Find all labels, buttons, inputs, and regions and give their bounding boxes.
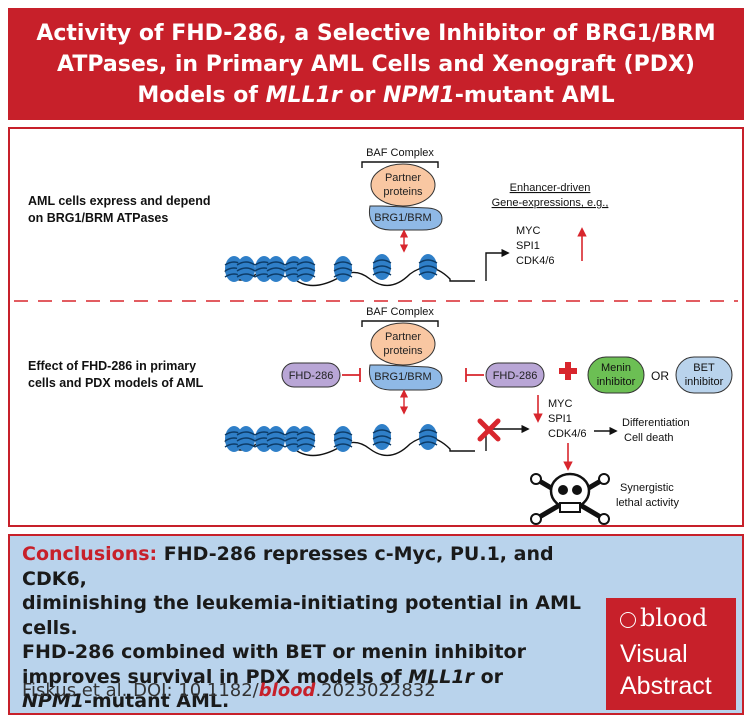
bottom-gene-cdk: CDK4/6 [548, 428, 587, 440]
conclusions-text: Conclusions: FHD-286 represses c-Myc, PU… [22, 542, 612, 714]
top-gene-myc: MYC [516, 225, 541, 237]
conclusions-line-2: diminishing the leukemia-initiating pote… [22, 592, 581, 639]
fhd-left-label: FHD-286 [289, 370, 334, 382]
visual-abstract-badge: blood Visual Abstract [606, 598, 736, 710]
title-line-1: Activity of FHD-286, a Selective Inhibit… [36, 20, 716, 46]
synergy-line-2: lethal activity [616, 497, 679, 509]
bottom-caption-line-2: cells and PDX models of AML [28, 376, 204, 390]
bottom-baf-bracket [361, 320, 439, 327]
bottom-gene-myc: MYC [548, 398, 573, 410]
top-gene-cdk: CDK4/6 [516, 255, 555, 267]
bottom-brg-label: BRG1/BRM [374, 371, 431, 383]
diagram-panel: AML cells express and depend on BRG1/BRM… [8, 127, 744, 527]
top-partner-line-1: Partner [385, 172, 421, 184]
blocked-x-icon [477, 418, 501, 442]
top-baf-bracket [361, 161, 439, 168]
bottom-caption-line-1: Effect of FHD-286 in primary [28, 359, 196, 373]
outcome-line-1: Differentiation [622, 417, 690, 429]
bet-line-1: BET [693, 362, 715, 374]
badge-line-1: Visual [620, 640, 688, 668]
bottom-partner-proteins [370, 322, 436, 366]
bottom-baf-label: BAF Complex [366, 306, 434, 318]
badge-brand: blood [640, 604, 708, 632]
fhd-right-inhibit [465, 368, 484, 382]
bottom-brg-shape [368, 364, 443, 391]
top-partner-line-2: proteins [383, 186, 423, 198]
bottom-partner-line-2: proteins [383, 345, 423, 357]
conclusions-line-3: FHD-286 combined with BET or menin inhib… [22, 641, 526, 663]
menin-line-1: Menin [601, 362, 631, 374]
top-baf-label: BAF Complex [366, 147, 434, 159]
or-label: OR [651, 369, 669, 383]
plus-icon [559, 362, 577, 380]
badge-line-2: Abstract [620, 672, 712, 700]
top-enhancer-line-2: Gene-expressions, e.g., [492, 197, 609, 209]
top-caption-line-1: AML cells express and depend [28, 194, 210, 208]
top-transcription-arrow [485, 248, 510, 281]
page-title: Activity of FHD-286, a Selective Inhibit… [36, 18, 715, 111]
menin-line-2: inhibitor [597, 376, 636, 388]
top-partner-proteins [370, 163, 436, 207]
top-gene-spi1: SPI1 [516, 240, 540, 252]
conclusions-line-4: improves survival in PDX models of MLL1r… [22, 665, 504, 688]
fhd-left-inhibit [342, 368, 361, 382]
fhd-right-label: FHD-286 [493, 370, 538, 382]
menin-inhibitor-box [587, 356, 645, 394]
top-enhancer-line-1: Enhancer-driven [510, 182, 591, 194]
top-caption-line-2: on BRG1/BRM ATPases [28, 211, 168, 225]
fhd-left-box [281, 362, 341, 388]
citation: Fiskus et al. DOI: 10.1182/blood.2023022… [22, 680, 436, 701]
bottom-partner-line-1: Partner [385, 331, 421, 343]
title-banner: Activity of FHD-286, a Selective Inhibit… [8, 8, 744, 120]
bottom-gene-spi1: SPI1 [548, 413, 572, 425]
blood-logo-icon [620, 612, 636, 628]
fhd-right-box [485, 362, 545, 388]
synergy-line-1: Synergistic [620, 482, 674, 494]
bet-line-2: inhibitor [685, 376, 724, 388]
conclusions-line-5: NPM1-mutant AML. [22, 690, 230, 712]
top-brg-shape [368, 205, 443, 231]
top-brg-label: BRG1/BRM [374, 212, 431, 224]
title-line-3: Models of MLL1r or NPM1-mutant AML [137, 82, 615, 108]
bet-inhibitor-box [675, 356, 733, 394]
conclusions-lead: Conclusions: [22, 543, 158, 565]
skull-crossbones-icon [530, 472, 610, 525]
conclusions-line-1: Conclusions: FHD-286 represses c-Myc, PU… [22, 543, 554, 590]
mechanism-diagram: AML cells express and depend on BRG1/BRM… [14, 147, 738, 525]
outcome-line-2: Cell death [624, 432, 674, 444]
title-line-2: ATPases, in Primary AML Cells and Xenogr… [57, 51, 695, 77]
